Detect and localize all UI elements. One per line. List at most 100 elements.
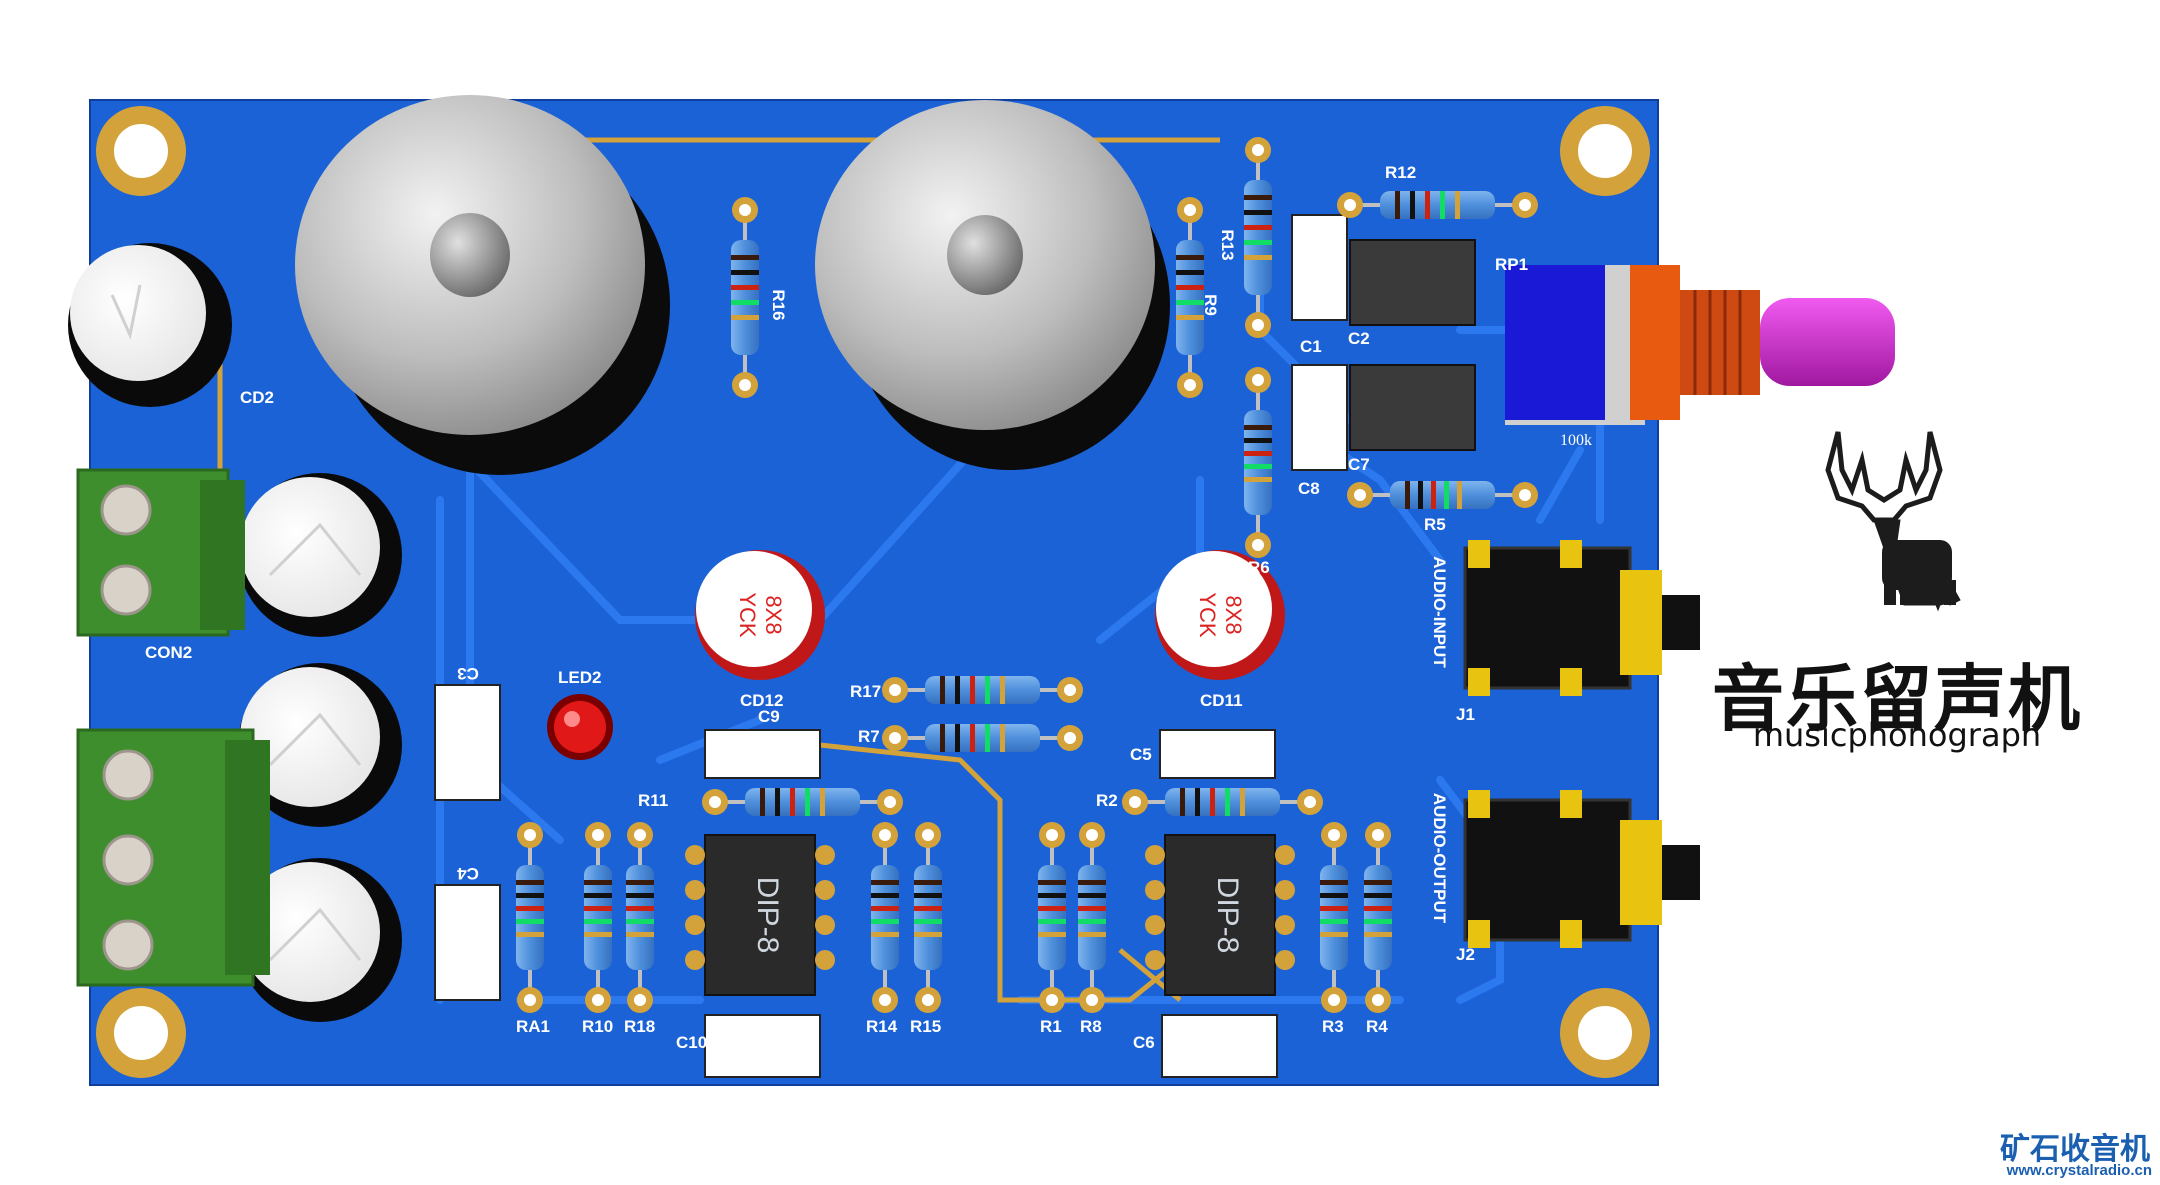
brand-name-cn: 音乐留声机: [1712, 657, 2083, 741]
label-audio-output: AUDIO-OUTPUT: [1430, 793, 1449, 924]
resistor: [584, 822, 612, 1013]
potentiometer-rp1: [1505, 265, 1895, 425]
electrolytic-capacitor: [238, 858, 402, 1022]
label-j1: J1: [1456, 705, 1475, 724]
label-c2: C2: [1348, 329, 1370, 348]
label-r18: R18: [624, 1017, 655, 1036]
resistor: [882, 676, 1083, 704]
label-c7: C7: [1348, 455, 1370, 474]
label-c10: C10: [676, 1033, 707, 1052]
audio-jack-j2: [1463, 790, 1700, 948]
label-r8: R8: [1080, 1017, 1102, 1036]
resistor: [1176, 197, 1204, 398]
cap-marking-line2: YCK: [1195, 592, 1220, 638]
resistor: [626, 822, 654, 1013]
label-pot-value: 100k: [1560, 432, 1592, 449]
label-r2: R2: [1096, 791, 1118, 810]
label-cd12: CD12: [740, 691, 783, 710]
label-con2: CON2: [145, 643, 192, 662]
film-capacitor-c4: [434, 884, 501, 1001]
ic-label: DIP-8: [1211, 877, 1244, 954]
terminal-block-con2: [76, 468, 245, 637]
mounting-hole: [1560, 988, 1650, 1078]
terminal-block-3pin: [76, 728, 270, 987]
vacuum-tube: [295, 95, 670, 475]
label-r3: R3: [1322, 1017, 1344, 1036]
label-c6: C6: [1133, 1033, 1155, 1052]
resistor: [882, 724, 1083, 752]
small-electrolytic-cd12: 8X8 YCK: [695, 550, 825, 680]
label-r10: R10: [582, 1017, 613, 1036]
watermark-url: www.crystalradio.cn: [2006, 1162, 2152, 1179]
resistor: [871, 822, 899, 1013]
label-c8: C8: [1298, 479, 1320, 498]
label-j2: J2: [1456, 945, 1475, 964]
resistor: [1244, 367, 1272, 558]
label-cd11: CD11: [1200, 691, 1243, 710]
audio-jack-j1: [1463, 540, 1700, 696]
resistor: [516, 822, 544, 1013]
dip8-ic-right: DIP-8: [1145, 834, 1295, 996]
resistor: [914, 822, 942, 1013]
label-c4: C4: [457, 864, 479, 883]
label-r9: R9: [1201, 294, 1220, 316]
label-cd2: CD2: [240, 388, 274, 407]
dip8-ic-left: DIP-8: [685, 834, 835, 996]
film-capacitor-c1: [1291, 214, 1348, 321]
label-led2: LED2: [558, 668, 601, 687]
resistor: [1347, 481, 1538, 509]
label-r1: R1: [1040, 1017, 1062, 1036]
resistor: [1122, 788, 1323, 816]
label-r15: R15: [910, 1017, 941, 1036]
film-capacitor-c5: [1159, 729, 1276, 779]
resistors: [516, 137, 1538, 1013]
resistor: [1078, 822, 1106, 1013]
label-r16: R16: [769, 289, 788, 320]
label-r7: R7: [858, 727, 880, 746]
resistor: [702, 788, 903, 816]
label-c1: C1: [1300, 337, 1322, 356]
resistor: [1320, 822, 1348, 1013]
label-r6: R6: [1248, 558, 1270, 577]
mounting-hole: [96, 106, 186, 196]
label-c9: C9: [758, 707, 780, 726]
brand-name-en: musicphonograph: [1752, 716, 2042, 754]
label-c5: C5: [1130, 745, 1152, 764]
film-capacitor-c3: [434, 684, 501, 801]
label-r5: R5: [1424, 515, 1446, 534]
cap-marking-line2: YCK: [735, 592, 760, 638]
resistor: [1244, 137, 1272, 338]
vacuum-tube: [815, 100, 1170, 470]
label-audio-input: AUDIO-INPUT: [1430, 556, 1449, 668]
resistor: [1337, 191, 1538, 219]
resistor: [1038, 822, 1066, 1013]
resistor: [731, 197, 759, 398]
cap-marking-line1: 8X8: [761, 595, 786, 634]
black-capacitor-c2: [1349, 239, 1476, 326]
label-c3: C3: [457, 664, 479, 683]
label-ra1: RA1: [516, 1017, 550, 1036]
small-electrolytic-cd11: 8X8 YCK: [1155, 550, 1285, 680]
mounting-hole: [96, 988, 186, 1078]
ic-label: DIP-8: [751, 877, 784, 954]
mounting-hole: [1560, 106, 1650, 196]
label-rp1: RP1: [1495, 255, 1528, 274]
label-r13: R13: [1218, 229, 1237, 260]
electrolytic-capacitor: [238, 663, 402, 827]
resistor: [1364, 822, 1392, 1013]
label-r12: R12: [1385, 163, 1416, 182]
silkscreen-labels: CD2 CON2 C3 C4 LED2 R16 R13 R9 R12 RP1 C…: [145, 163, 1592, 1052]
led: [547, 694, 613, 760]
film-capacitor-c8: [1291, 364, 1348, 471]
label-r11: R11: [638, 791, 668, 810]
electrolytic-capacitor: [238, 473, 402, 637]
deer-logo-icon: [1825, 431, 1961, 612]
watermark-name: 矿石收音机: [2000, 1132, 2150, 1167]
label-r4: R4: [1366, 1017, 1388, 1036]
black-capacitor-c7: [1349, 364, 1476, 451]
label-r17: R17: [850, 682, 881, 701]
film-capacitor-c6: [1161, 1014, 1278, 1078]
cap-marking-line1: 8X8: [1221, 595, 1246, 634]
film-capacitor-c10: [704, 1014, 821, 1078]
